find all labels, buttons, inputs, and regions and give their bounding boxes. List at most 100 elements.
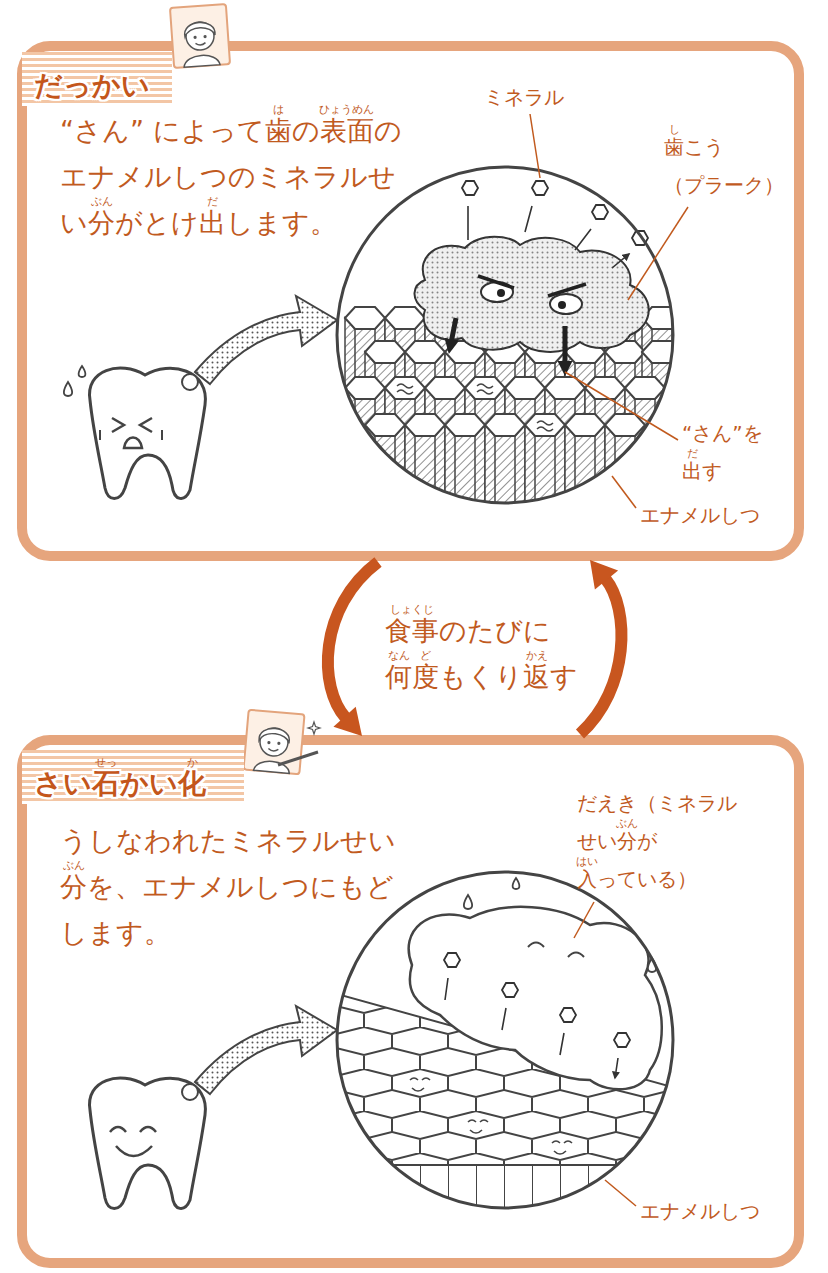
part-label: エナメルしつ: [640, 502, 760, 528]
enamel-dissolve-view: [450, 318, 456, 348]
cycle-arrow: [580, 560, 621, 734]
sad-tooth: [182, 374, 198, 390]
cycle-caption: 食事のたびに何度もくり返す: [385, 608, 578, 700]
arrow-shaft: [328, 562, 378, 718]
remineralize-view: [330, 872, 690, 1225]
panel-frame: [22, 46, 799, 1263]
enamel-dissolve-view: [537, 421, 553, 431]
leader-line: [530, 114, 688, 1206]
part-label: 歯こう（プラーク）: [664, 128, 784, 204]
remineralize-view: [445, 978, 618, 1078]
leader-line: [628, 207, 688, 300]
enamel-dissolve-view: [592, 205, 608, 219]
ruby-text: かえ: [526, 650, 548, 662]
part-label: ミネラル: [484, 84, 564, 110]
remineralize-view: [468, 1120, 488, 1133]
ruby-text: ぶん: [616, 818, 638, 830]
enamel-dissolve-view: [532, 181, 548, 195]
enamel-dissolve-view: [478, 276, 514, 288]
remineralize-view: [464, 895, 472, 909]
panel-heading: だっかい: [22, 52, 172, 106]
enamel-dissolve-view: [385, 377, 425, 608]
leader-line: [530, 114, 540, 178]
leader-line: [612, 476, 636, 508]
panel-body: うしなわれたミネラルせい分を、エナメルしつにもどします。: [60, 818, 396, 956]
panel-frame: [22, 740, 799, 1263]
panel-body: “さん” によって歯の表面のエナメルしつのミネラルせい分がとけ出します。: [60, 108, 402, 246]
zoom-arrow: [195, 1006, 337, 1094]
panel-heading: さい石かい化: [22, 750, 244, 804]
ruby-text: ひょうめん: [319, 104, 374, 116]
enamel-dissolve-view: [414, 237, 648, 352]
panel: さい石かい化うしなわれたミネラルせい分を、エナメルしつにもどします。: [22, 740, 799, 1263]
remineralize-view: [444, 953, 460, 967]
enamel-dissolve-view: [468, 206, 629, 268]
enamel-dissolve-view: [550, 294, 582, 314]
remineralize-view: [513, 878, 520, 889]
arrow-shaft: [580, 579, 621, 734]
remineralize-view: [410, 1078, 430, 1091]
sad-tooth: [64, 382, 72, 396]
enamel-dissolve-view: [563, 326, 568, 370]
ruby-text: せっ: [95, 757, 117, 769]
arrow-head: [590, 560, 618, 590]
enamel-dissolve-view: [548, 284, 586, 296]
kid-icon: [278, 752, 318, 765]
ruby-text: か: [187, 757, 198, 769]
ruby-text: ど: [420, 650, 431, 662]
ruby-text: だ: [207, 196, 218, 208]
leader-line: [574, 902, 594, 938]
enamel-dissolve-view: [485, 414, 525, 645]
happy-tooth: [90, 1078, 206, 1208]
sad-tooth: [100, 430, 162, 440]
enamel-dissolve-view: [642, 341, 682, 572]
remineralize-view: [330, 907, 690, 1225]
sad-tooth: [64, 366, 206, 499]
remineralize-view: [614, 1033, 630, 1047]
enamel-dissolve-view: [337, 167, 682, 645]
ruby-text: しょくじ: [390, 604, 434, 616]
enamel-dissolve-view: [565, 414, 605, 645]
enamel-dissolve-view: [497, 289, 505, 297]
leader-line: [565, 372, 678, 440]
ruby-text: は: [273, 104, 284, 116]
happy-tooth: [182, 1084, 198, 1100]
kid-icon: [170, 4, 230, 68]
remineralize-view: [409, 907, 662, 1089]
sad-tooth: [124, 438, 142, 449]
zoom-arrow: [195, 296, 337, 1094]
enamel-dissolve-view: [462, 181, 478, 195]
ruby-text: はい: [576, 856, 598, 868]
happy-tooth: [110, 1127, 156, 1132]
enamel-dissolve-view: [337, 167, 673, 503]
part-label: エナメルしつ: [640, 1198, 760, 1224]
ruby-text: ぶん: [91, 196, 113, 208]
enamel-dissolve-view: [525, 414, 565, 645]
remineralize-view: [330, 1164, 690, 1166]
enamel-dissolve-view: [477, 384, 493, 394]
remineralize-view: [337, 872, 673, 1208]
enamel-dissolve-view: [345, 237, 682, 645]
panel-frame: [22, 46, 799, 556]
sad-tooth: [90, 368, 206, 498]
remineralize-view: [330, 1165, 690, 1225]
enamel-dissolve-view: [558, 301, 566, 309]
kid-icon: [243, 710, 304, 775]
sad-tooth: [79, 366, 86, 377]
ruby-text: だ: [687, 448, 698, 460]
happy-tooth: [90, 1078, 206, 1208]
enamel-dissolve-view: [445, 414, 485, 645]
cycle-arrow: [328, 562, 378, 736]
remineralize-view: [528, 943, 584, 958]
remineralize-view: [502, 983, 518, 997]
enamel-dissolve-view: [414, 237, 648, 352]
leader-line: [605, 1180, 636, 1206]
arrow-head: [333, 707, 362, 736]
ruby-text: ぶん: [63, 860, 85, 872]
enamel-dissolve-view: [397, 384, 413, 394]
ruby-text: なん: [388, 650, 410, 662]
zoom-arrow: [195, 296, 337, 384]
happy-tooth: [116, 1146, 152, 1156]
remineralize-view: [560, 1008, 576, 1022]
sad-tooth: [112, 418, 152, 432]
